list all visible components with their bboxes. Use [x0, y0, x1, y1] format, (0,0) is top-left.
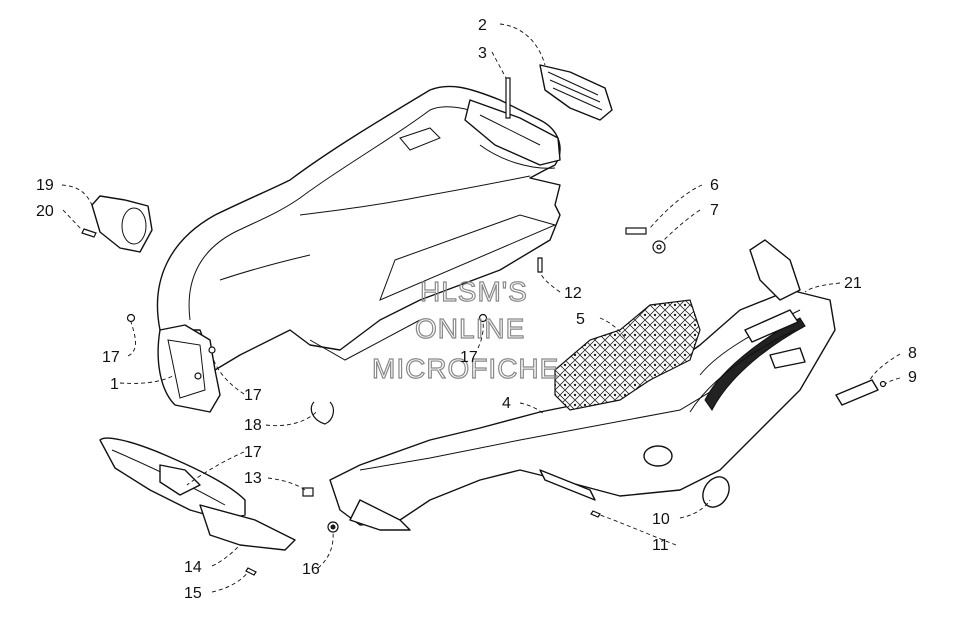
watermark-line-2: ONLINE: [415, 313, 525, 344]
watermark-line-1: HLSM'S: [420, 276, 528, 307]
callout-12: 12: [564, 285, 582, 302]
callout-18: 18: [244, 417, 262, 434]
callout-2: 2: [478, 17, 487, 34]
callout-17-d: 17: [244, 444, 262, 461]
side-panel-part: [157, 324, 221, 413]
callout-15: 15: [184, 585, 202, 602]
callout-20: 20: [36, 203, 54, 220]
vent-part: [464, 64, 613, 166]
cap-part: [702, 476, 730, 508]
callout-21: 21: [844, 275, 862, 292]
decal-part: [835, 379, 879, 406]
hardware-parts: [81, 77, 887, 576]
callout-9: 9: [908, 369, 917, 386]
callout-17-c: 17: [460, 349, 478, 366]
upper-pan-part: [156, 85, 561, 371]
callout-8: 8: [908, 345, 917, 362]
callout-14: 14: [184, 559, 202, 576]
mat-part: [554, 299, 701, 411]
callout-7: 7: [710, 202, 719, 219]
callout-labels: 2 3 19 20 17 1 17 17 12 5 4 6 7 21 8 9 1…: [36, 17, 917, 602]
callout-17-a: 17: [102, 349, 120, 366]
bumper-part: [99, 437, 296, 551]
callout-4: 4: [502, 395, 511, 412]
callout-6: 6: [710, 177, 719, 194]
watermark-line-3: MICROFICHE: [372, 353, 559, 384]
callout-11: 11: [652, 537, 669, 554]
callout-1: 1: [110, 376, 119, 393]
watermark: HLSM'S ONLINE MICROFICHE: [371, 275, 559, 384]
callout-19: 19: [36, 177, 54, 194]
callout-17-b: 17: [244, 387, 262, 404]
callout-10: 10: [652, 511, 670, 528]
callout-16: 16: [302, 561, 320, 578]
grill-part: [91, 195, 153, 253]
callout-13: 13: [244, 470, 262, 487]
callout-5: 5: [576, 311, 585, 328]
callout-3: 3: [478, 45, 487, 62]
leader-lines: [61, 23, 901, 593]
